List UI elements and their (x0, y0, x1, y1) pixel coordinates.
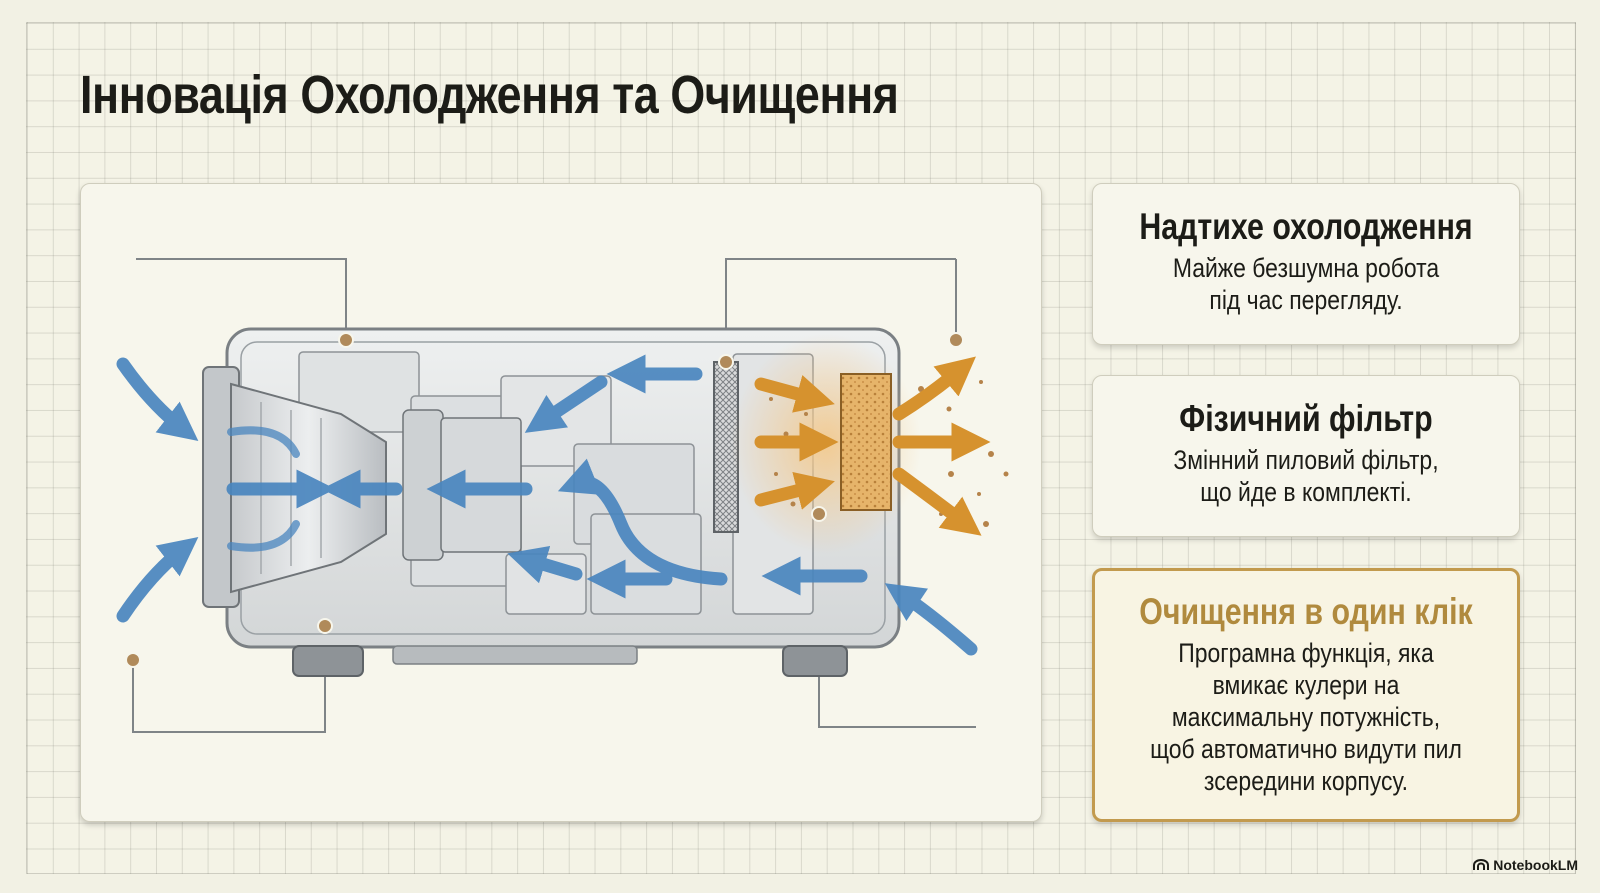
feature-line: Майже безшумна робота (1172, 253, 1440, 283)
cool-airflow-arrows (116, 354, 978, 656)
brand-name: NotebookLM (1493, 857, 1578, 873)
callout-dots (125, 332, 964, 668)
feature-title: Надтихе охолодження (1139, 206, 1473, 247)
feature-line: Програмна функція, яка (1178, 638, 1434, 668)
feature-description: Програмна функція, яка вмикає кулери на … (1127, 637, 1486, 797)
exhaust-airflow-arrows (754, 356, 991, 536)
feature-line: максимальну потужність, (1171, 702, 1441, 732)
feature-card-physical-filter: Фізичний фільтр Змінний пиловий фільтр, … (1092, 375, 1520, 537)
notebooklm-logo-icon (1473, 859, 1490, 870)
lens-swirl-arrows (227, 426, 300, 552)
feature-description: Змінний пиловий фільтр, що йде в комплек… (1125, 444, 1487, 508)
feature-line: що йде в комплекті. (1200, 477, 1412, 507)
page-title: Інновація Охолодження та Очищення (80, 65, 899, 125)
feature-line: вмикає кулери на (1212, 670, 1400, 700)
brand-watermark: NotebookLM (1473, 857, 1578, 873)
feature-title: Очищення в один клік (1139, 591, 1473, 632)
feature-description: Майже безшумна робота під час перегляду. (1125, 252, 1487, 316)
feature-title: Фізичний фільтр (1179, 398, 1433, 439)
feature-line: щоб автоматично видути пил (1150, 734, 1462, 764)
feature-card-one-click-cleaning: Очищення в один клік Програмна функція, … (1092, 568, 1520, 822)
feature-line: під час перегляду. (1209, 285, 1403, 315)
feature-card-quiet-cooling: Надтихе охолодження Майже безшумна робот… (1092, 183, 1520, 345)
projector-cutaway-diagram (80, 183, 1042, 822)
feature-line: Змінний пиловий фільтр, (1173, 445, 1439, 475)
feature-line: зсередини корпусу. (1203, 766, 1409, 796)
